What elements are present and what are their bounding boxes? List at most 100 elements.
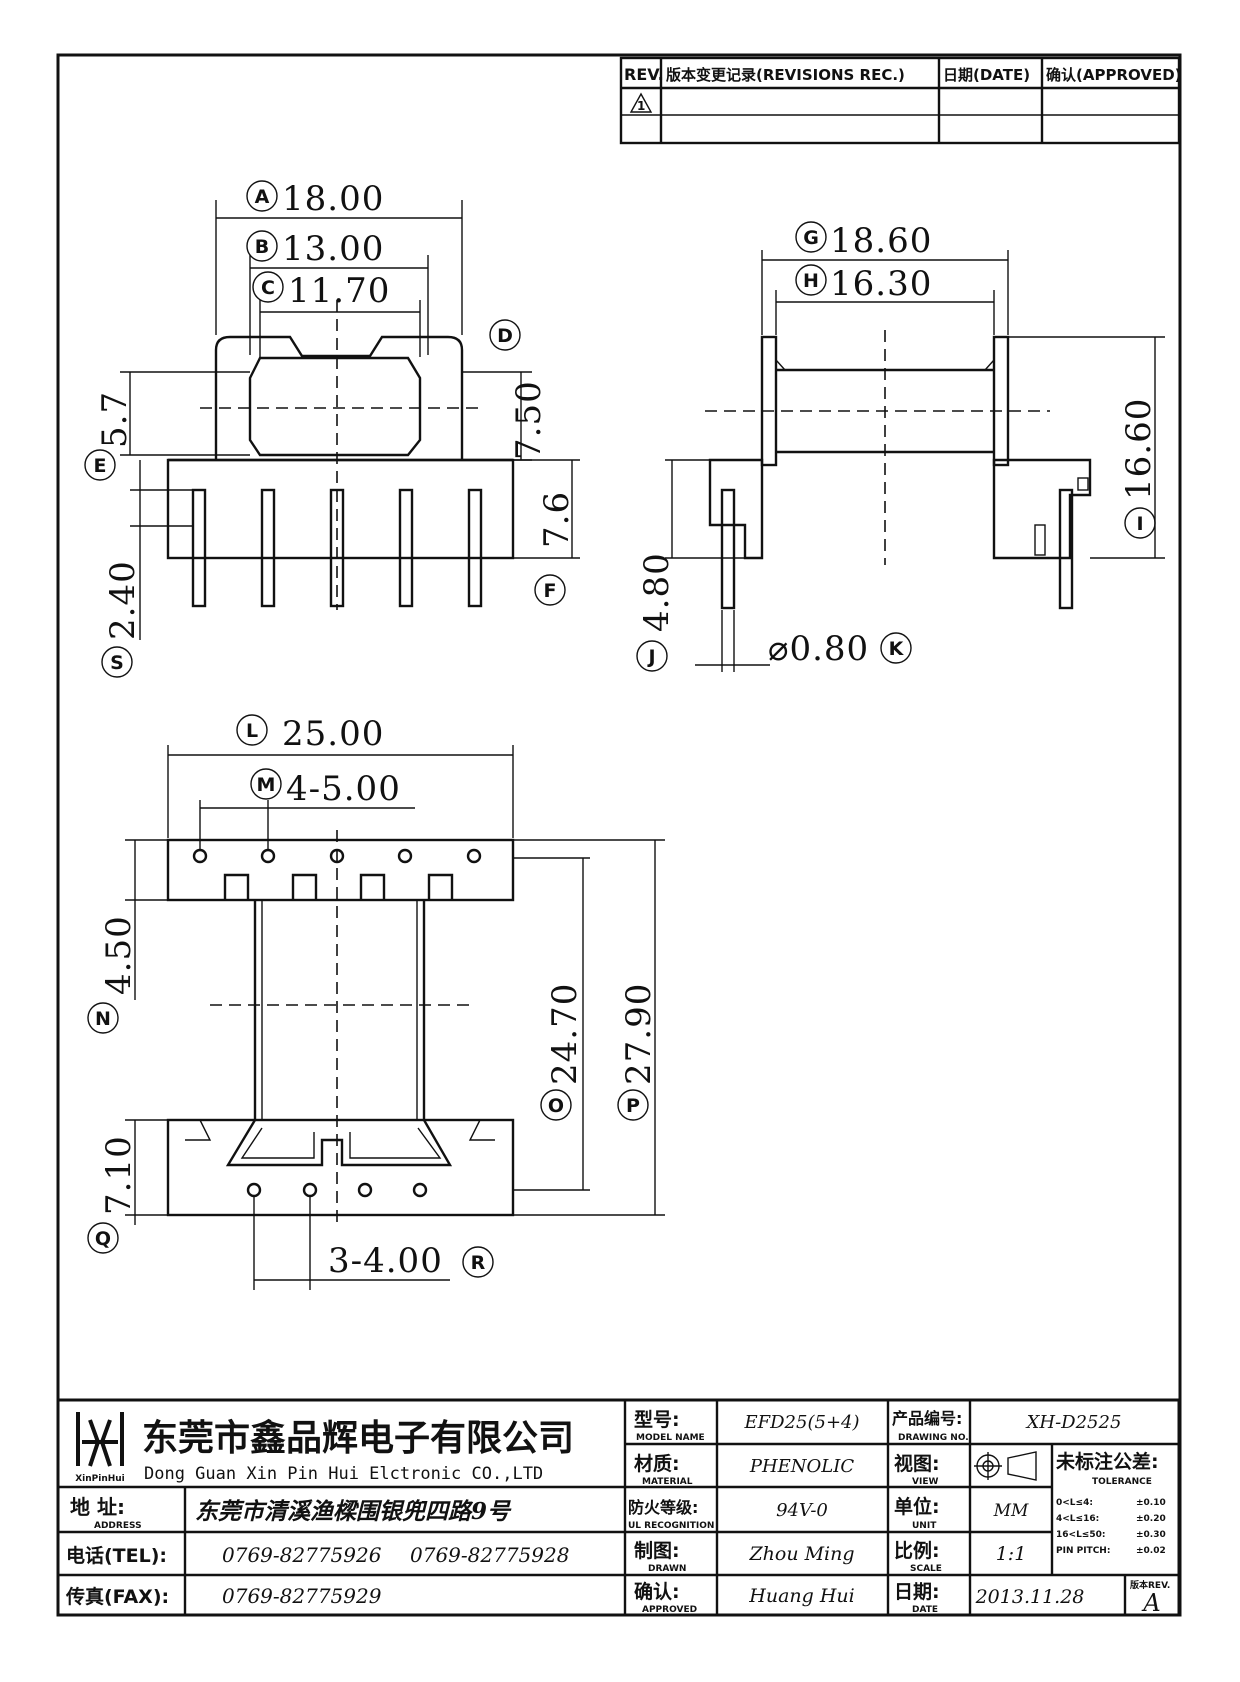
projection-symbol-icon — [974, 1451, 1037, 1481]
callout-m-letter: M — [257, 774, 276, 796]
callout-l-letter: L — [246, 720, 258, 742]
company-name-cn: 东莞市鑫品辉电子有限公司 — [142, 1418, 574, 1459]
revision-table: REV. 版本变更记录(REVISIONS REC.) 日期(DATE) 确认(… — [619, 56, 1182, 145]
callout-a-letter: A — [255, 186, 270, 208]
ul-label: 防火等级: — [628, 1498, 698, 1517]
callout-c-icon — [252, 271, 284, 303]
front-view-pins — [191, 488, 483, 608]
model-label-en: MODEL NAME — [636, 1433, 705, 1443]
callout-c-letter: C — [261, 277, 275, 299]
callout-f-icon — [534, 574, 566, 606]
address-label-en: ADDRESS — [94, 1521, 142, 1531]
tel-label: 电话(TEL): — [66, 1544, 167, 1567]
approved-header: 确认(APPROVED) — [1046, 66, 1182, 84]
dim-q-value: 7.10 — [99, 1135, 139, 1215]
approved-label-en: APPROVED — [642, 1605, 697, 1615]
callout-s-icon — [101, 646, 133, 678]
dim-b-value: 13.00 — [282, 229, 384, 269]
approved-label: 确认: — [634, 1580, 680, 1603]
callout-b-icon — [246, 230, 278, 262]
date-label: 日期: — [894, 1581, 940, 1603]
dim-k-value: ⌀0.80 — [768, 629, 869, 669]
callout-h-icon — [795, 264, 827, 296]
callout-r-icon — [462, 1246, 494, 1278]
address-label: 地 址: — [70, 1495, 125, 1519]
drawing-no-label-en: DRAWING NO. — [898, 1433, 969, 1443]
revisions-header: 版本变更记录(REVISIONS REC.) — [666, 66, 905, 84]
dim-i-value: 16.60 — [1119, 398, 1159, 500]
rev-label: 版本REV. — [1129, 1579, 1170, 1591]
callout-g-letter: G — [803, 227, 819, 249]
drawing-no-label: 产品编号: — [892, 1409, 962, 1428]
dimension-labels: A 18.00 B 13.00 C 11.70 D 7.50 E 5.7 F 7… — [84, 179, 1159, 1281]
sheet-border — [56, 53, 1182, 1617]
callout-s-letter: S — [110, 652, 124, 674]
model-label: 型号: — [634, 1408, 680, 1431]
tolerance-value-1: ±0.10 — [1136, 1498, 1166, 1508]
tolerance-range-3: 16<L≤50: — [1056, 1530, 1105, 1540]
callout-o-letter: O — [548, 1095, 564, 1117]
company-logo: XinPinHui — [75, 1412, 125, 1484]
revision-triangle-icon — [629, 92, 653, 113]
callout-i-icon — [1124, 507, 1156, 539]
view-label: 视图: — [894, 1452, 940, 1475]
callout-k-letter: K — [889, 638, 905, 660]
date-value: 2013.11.28 — [975, 1586, 1085, 1608]
dim-r-value: 3-4.00 — [328, 1241, 443, 1281]
date-header: 日期(DATE) — [943, 66, 1030, 84]
ul-label-en: UL RECOGNITION — [628, 1521, 714, 1531]
dim-c-value: 11.70 — [288, 271, 390, 311]
dim-p-value: 27.90 — [619, 983, 659, 1085]
tolerance-label: 未标注公差: — [1055, 1450, 1159, 1473]
callout-m-icon — [250, 768, 282, 800]
callout-p-letter: P — [626, 1095, 640, 1117]
approved-value: Huang Hui — [748, 1585, 854, 1607]
dim-l-value: 25.00 — [282, 714, 384, 754]
fax-label: 传真(FAX): — [65, 1585, 169, 1608]
callout-e-icon — [84, 449, 116, 481]
callout-e-letter: E — [94, 455, 107, 477]
dim-g-value: 18.60 — [830, 221, 932, 261]
tolerance-value-3: ±0.30 — [1136, 1530, 1166, 1540]
callout-o-icon — [540, 1089, 572, 1121]
dim-a-value: 18.00 — [282, 179, 384, 219]
drawing-no-value: XH-D2525 — [1025, 1412, 1122, 1433]
callout-r-letter: R — [471, 1252, 486, 1274]
callout-p-icon — [617, 1089, 649, 1121]
logo-text: XinPinHui — [75, 1474, 125, 1484]
tolerance-value-2: ±0.20 — [1136, 1514, 1166, 1524]
unit-label-en: UNIT — [912, 1521, 937, 1531]
drawn-label-en: DRAWN — [648, 1564, 686, 1574]
callout-j-letter: J — [646, 646, 655, 668]
callout-k-icon — [880, 632, 912, 664]
dim-s-value: 2.40 — [103, 560, 143, 640]
dim-m-value: 4-5.00 — [286, 769, 401, 809]
company-name-en: Dong Guan Xin Pin Hui Elctronic CO.,LTD — [144, 1464, 543, 1484]
ul-value: 94V-0 — [776, 1500, 828, 1521]
tolerance-range-4: PIN PITCH: — [1056, 1546, 1110, 1556]
view-label-en: VIEW — [912, 1477, 938, 1487]
callout-n-icon — [87, 1002, 119, 1034]
material-value: PHENOLIC — [749, 1456, 855, 1477]
front-view — [120, 200, 580, 640]
scale-label-en: SCALE — [910, 1564, 942, 1574]
drawn-label: 制图: — [634, 1539, 680, 1562]
scale-value: 1:1 — [996, 1543, 1027, 1565]
fax-value: 0769-82775929 — [222, 1584, 382, 1608]
scale-label: 比例: — [894, 1539, 940, 1562]
callout-q-letter: Q — [95, 1228, 111, 1250]
material-label-en: MATERIAL — [642, 1477, 693, 1487]
callout-d-letter: D — [497, 325, 513, 347]
callout-i-letter: I — [1136, 513, 1143, 535]
drawn-value: Zhou Ming — [748, 1543, 854, 1565]
unit-value: MM — [993, 1501, 1029, 1521]
dim-h-value: 16.30 — [830, 264, 932, 304]
tel-1: 0769-82775926 — [222, 1543, 382, 1567]
dim-j-value: 4.80 — [637, 552, 677, 632]
address-value: 东莞市清溪渔樑围银兜四路9号 — [195, 1498, 512, 1525]
tolerance-label-en: TOLERANCE — [1092, 1477, 1152, 1487]
callout-q-icon — [87, 1222, 119, 1254]
tel-2: 0769-82775928 — [410, 1543, 569, 1567]
callout-j-icon — [636, 640, 668, 672]
